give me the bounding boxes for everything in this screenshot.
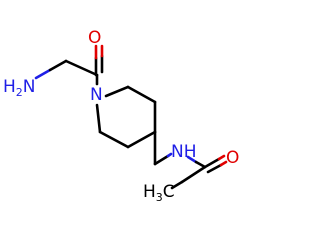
amine-h: H: [3, 77, 16, 97]
bond-amine-ch2: [34, 68, 52, 80]
bond-acetyl-methyl: [180, 165, 207, 184]
bond-acetyl-o-1: [217, 154, 226, 161]
amide-nh-label: NH: [171, 142, 197, 162]
atom-labels: H2N N O NH O H3C: [3, 28, 239, 204]
bond-c6-ringn: [95, 103, 102, 134]
bond-amine-ch2-c: [48, 59, 68, 72]
carbonyl-oxygen-bottom-label: O: [226, 148, 239, 168]
amine-n: N: [23, 77, 36, 97]
methyl-subscript: 3: [156, 191, 163, 204]
bond-acetyl-double-1: [203, 157, 221, 169]
bond-nh-acetyl-c: [194, 160, 207, 169]
bond-c4-c5: [126, 130, 157, 149]
amine-label: H2N: [3, 77, 36, 99]
bond-ch2-carbonyl: [64, 59, 99, 77]
bond-acetyl-o-2: [219, 160, 228, 167]
methyl-label: H3C: [143, 182, 175, 204]
bond-c5-c6: [98, 130, 130, 149]
ring-nitrogen-label: N: [90, 85, 103, 105]
bond-nh-acetyl: [186, 155, 198, 164]
bond-ch2-nh-n: [166, 152, 173, 158]
bonds: [34, 44, 228, 190]
methyl-h: H: [143, 182, 156, 202]
bond-ringn-c2: [104, 85, 130, 98]
bond-acetyl-methyl-2: [170, 180, 184, 190]
molecule-structure: H2N N O NH O H3C: [3, 28, 239, 204]
methyl-c: C: [163, 182, 175, 202]
bond-ch2-nh: [153, 154, 170, 166]
amine-subscript: 2: [16, 86, 23, 99]
carbonyl-oxygen-top-label: O: [88, 28, 101, 48]
bond-acetyl-double-2: [206, 163, 223, 174]
bond-c2-c3: [126, 85, 157, 104]
